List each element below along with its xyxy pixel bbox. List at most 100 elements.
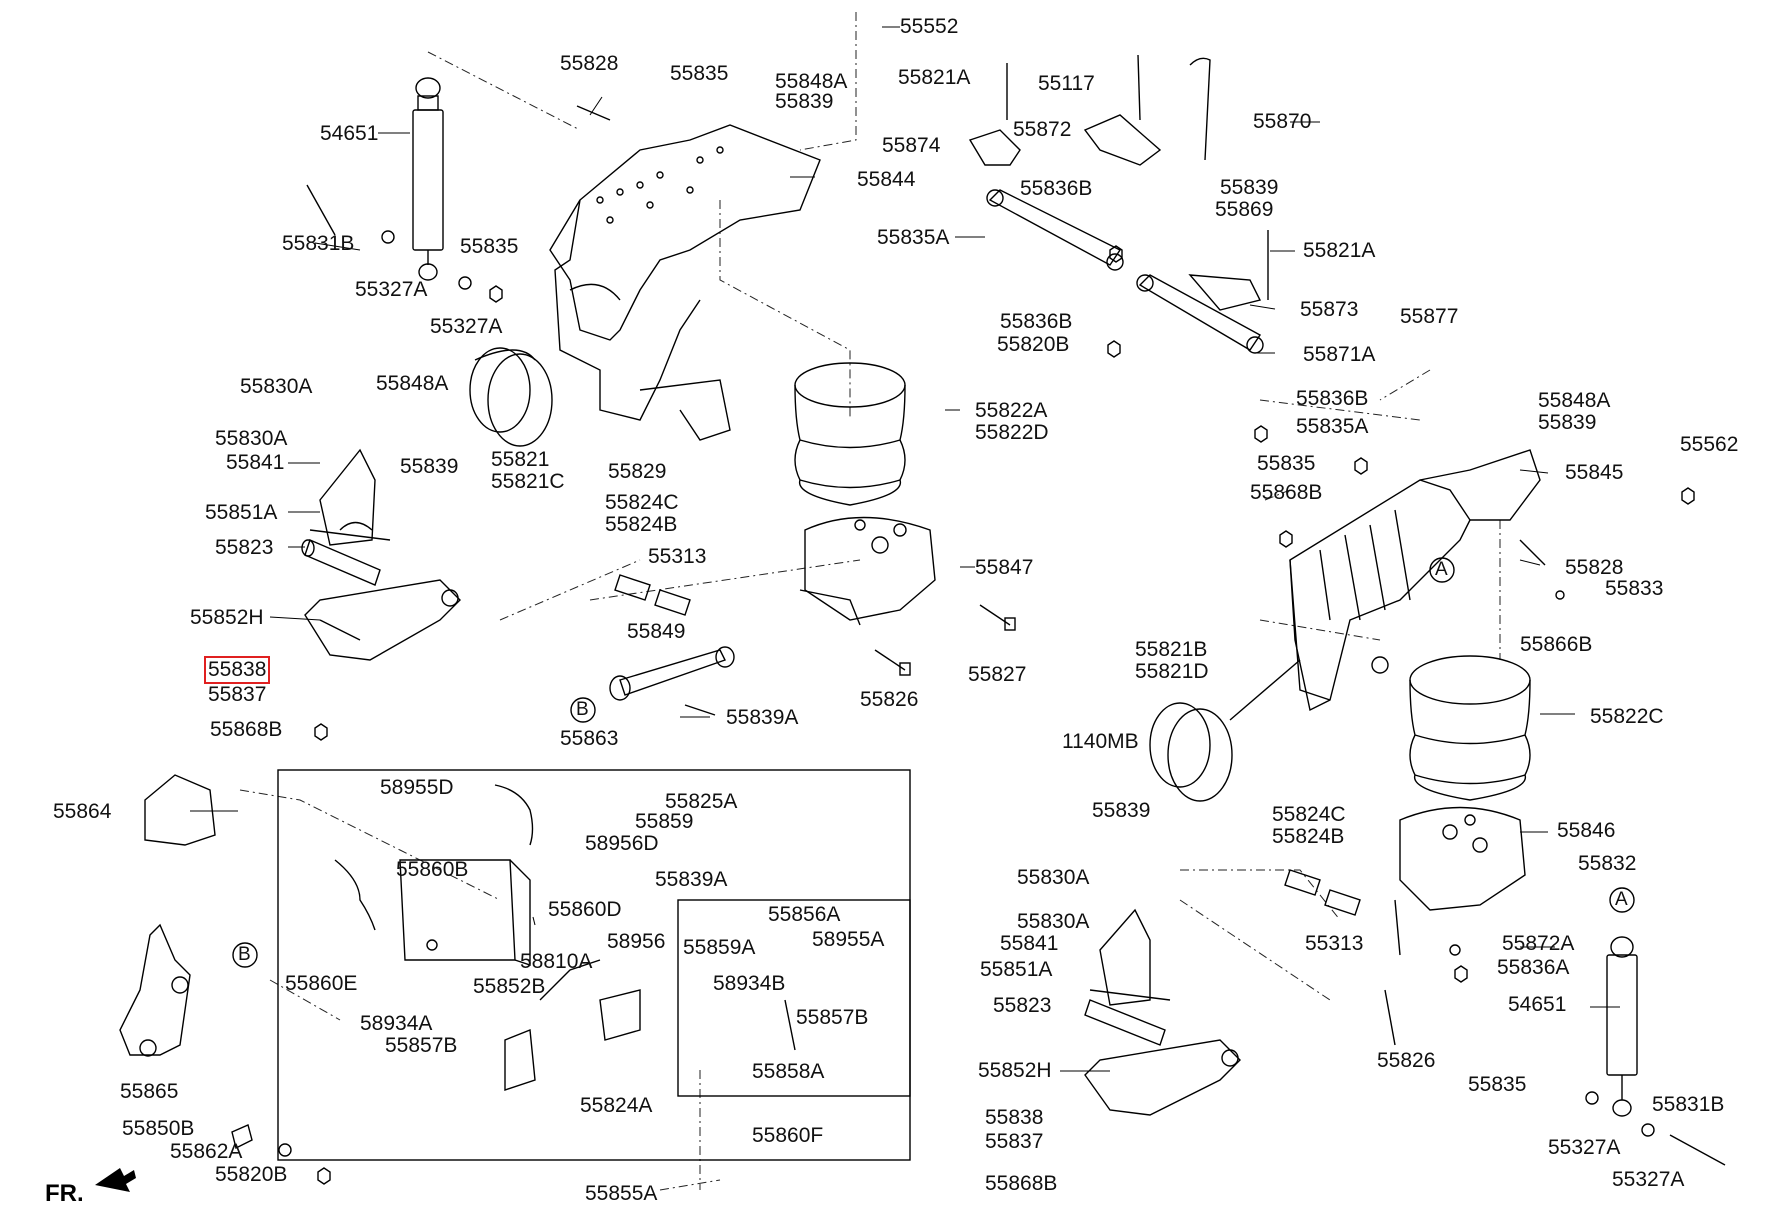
part-label: 55824B <box>1272 825 1345 848</box>
bracket-55864 <box>144 774 216 846</box>
part-label: 55866B <box>1520 633 1593 656</box>
bracket-55851a-left <box>309 448 391 546</box>
part-label: 55327A <box>430 315 503 338</box>
bracket-55845 <box>1289 449 1541 712</box>
part-label: 55839 <box>1220 176 1279 199</box>
callout-letter-b-upper: B <box>576 699 589 720</box>
bellows-55821b <box>1149 659 1301 802</box>
air-panel-box-55863 <box>277 769 911 1161</box>
trailing-arm-55852h-right <box>1084 1039 1241 1116</box>
part-label: 55870 <box>1253 110 1312 133</box>
part-label: 55821B <box>1135 638 1208 661</box>
part-label: 55858A <box>752 1060 825 1083</box>
callout-letter-a-upper: A <box>1435 559 1448 580</box>
part-label: 55860E <box>285 972 358 995</box>
part-label: 55820B <box>997 333 1070 356</box>
callout-letter-b-lower: B <box>238 944 251 965</box>
part-label: 55830A <box>215 427 288 450</box>
part-label: 55841 <box>1000 932 1059 955</box>
callout-letter-a-lower: A <box>1615 889 1628 910</box>
shock-absorber-right <box>1606 936 1638 1117</box>
part-label: 55851A <box>980 958 1053 981</box>
bushing-55850b <box>231 1124 253 1150</box>
shock-absorber-55872 <box>968 57 1264 354</box>
callout-b-upper <box>570 697 596 723</box>
guide-lines <box>239 12 1501 1191</box>
part-label: 55868B <box>1250 481 1323 504</box>
axle-bracket-55846 <box>1399 806 1526 911</box>
part-label: 55862A <box>170 1140 243 1163</box>
part-label: 55852B <box>473 975 546 998</box>
callout-a-upper <box>1429 557 1455 583</box>
part-label: 55859A <box>683 936 756 959</box>
part-label: 55820B <box>215 1163 288 1186</box>
part-label: 55868B <box>985 1172 1058 1195</box>
part-label: 55852H <box>978 1059 1052 1082</box>
part-label: 55824C <box>605 491 679 514</box>
part-label: 55848A <box>1538 389 1611 412</box>
part-label: 55846 <box>1557 819 1616 842</box>
part-label: 55117 <box>1038 72 1095 95</box>
part-label: 55827 <box>968 663 1027 686</box>
part-label: 55839 <box>775 90 834 113</box>
callout-b-lower <box>232 942 258 968</box>
part-label: 58934B <box>713 972 786 995</box>
part-label: 55826 <box>1377 1049 1436 1072</box>
part-label: 1140MB <box>1062 730 1139 753</box>
part-label: 55851A <box>205 501 278 524</box>
part-label: 54651 <box>320 122 379 145</box>
front-direction-label: FR. <box>45 1180 84 1207</box>
part-label: 55845 <box>1565 461 1624 484</box>
part-label: 58934A <box>360 1012 433 1035</box>
part-label: 55826 <box>860 688 919 711</box>
part-label: 55859 <box>635 810 694 833</box>
part-label: 55830A <box>240 375 313 398</box>
part-label: 55868B <box>210 718 283 741</box>
leader-lines <box>190 26 1620 1072</box>
part-label: 55828 <box>1565 556 1624 579</box>
part-label: 55833 <box>1605 577 1664 600</box>
part-label: 55832 <box>1578 852 1637 875</box>
part-label: 55327A <box>1548 1136 1621 1159</box>
part-label: 55562 <box>1680 433 1739 456</box>
bellows-55821 <box>469 347 553 447</box>
frame-bracket-55844 <box>549 124 821 441</box>
part-label: 55847 <box>975 556 1034 579</box>
part-label: 55872A <box>1502 932 1575 955</box>
part-label: 55313 <box>1305 932 1364 955</box>
axle-bracket-55847 <box>799 516 936 626</box>
part-label: 55835 <box>670 62 729 85</box>
part-label: 55824C <box>1272 803 1346 826</box>
part-label: 55831B <box>282 232 355 255</box>
part-label: 55839 <box>400 455 459 478</box>
part-label: 55830A <box>1017 866 1090 889</box>
air-spring-55822c <box>1409 655 1531 801</box>
part-label: 55860B <box>396 858 469 881</box>
part-label: 58955A <box>812 928 885 951</box>
part-label: 55822D <box>975 421 1049 444</box>
part-label: 55313 <box>648 545 707 568</box>
part-label: 55823 <box>993 994 1052 1017</box>
part-label: 55831B <box>1652 1093 1725 1116</box>
part-label: 55825A <box>665 790 738 813</box>
part-label: 55837 <box>985 1130 1044 1153</box>
part-label: 55824A <box>580 1094 653 1117</box>
part-label: 55821A <box>898 66 971 89</box>
part-label: 55835A <box>1296 415 1369 438</box>
part-label: 55860D <box>548 898 622 921</box>
part-label: 55877 <box>1400 305 1459 328</box>
part-label: 55872 <box>1013 118 1072 141</box>
bushing-55823-right <box>1084 999 1166 1046</box>
bolts <box>306 54 1726 1166</box>
part-label: 55856A <box>768 903 841 926</box>
part-label: 55821C <box>491 470 565 493</box>
part-label: 55824B <box>605 513 678 536</box>
part-label: 58956D <box>585 832 659 855</box>
part-label: 55836B <box>1000 310 1073 333</box>
callout-a-lower <box>1609 887 1635 913</box>
part-label: 55839A <box>726 706 799 729</box>
part-label: 55863 <box>560 727 619 750</box>
part-label: 55835 <box>460 235 519 258</box>
part-label: 55822A <box>975 399 1048 422</box>
